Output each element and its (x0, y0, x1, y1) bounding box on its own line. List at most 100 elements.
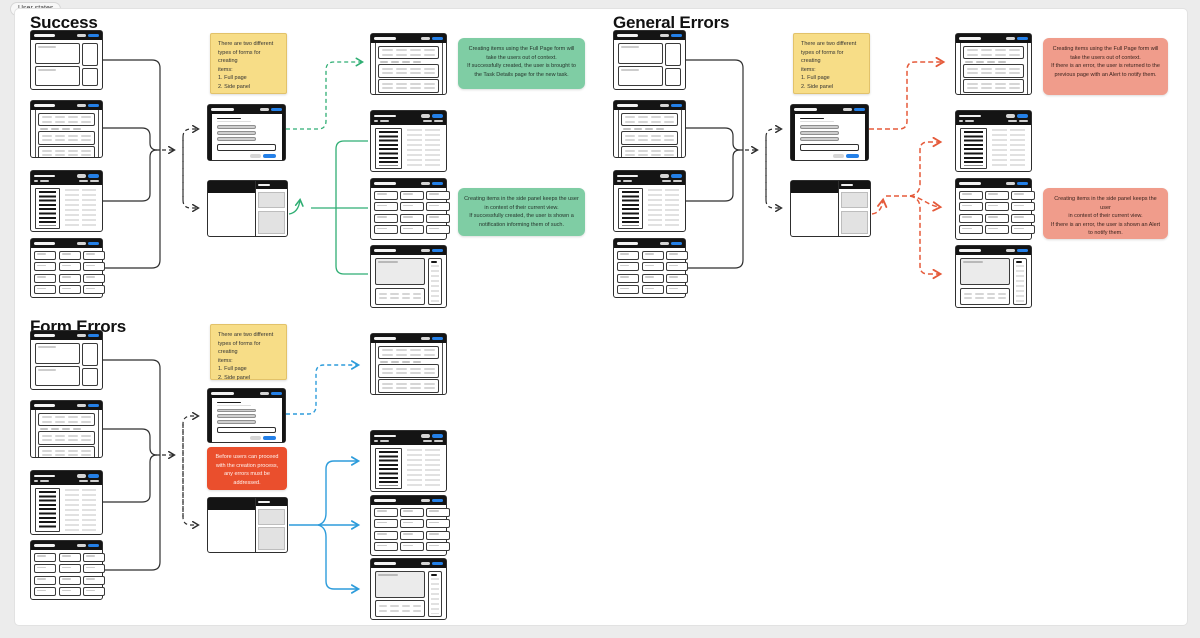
wireframe-shape (400, 519, 424, 528)
wireframe-shape (998, 297, 1007, 300)
wireframe-shape (791, 181, 870, 236)
wireframe-shape (208, 105, 285, 114)
wireframe-shape (995, 82, 1006, 85)
sticky-note-success-side-panel[interactable]: Creating items in the side panel keeps t… (458, 188, 585, 236)
wireframe-shape (1009, 72, 1020, 74)
sticky-note-success-full-page[interactable]: Creating items using the Full Page form … (458, 38, 585, 89)
wireframe-shape (963, 79, 1024, 93)
wireframe-shape (68, 439, 78, 441)
wireframe-table-view-page[interactable] (955, 33, 1032, 95)
wireframe-shape (651, 116, 661, 118)
wireframe-shape (1012, 257, 1027, 305)
wireframe-board-view-page[interactable] (30, 238, 106, 298)
wireframe-shape (625, 139, 635, 141)
sticky-note-form-types[interactable]: There are two different types of forms f… (210, 33, 287, 94)
wireframe-shape (800, 131, 839, 135)
wireframe-shape (429, 521, 439, 523)
callout-form-error-blocker[interactable]: Before users can proceed with the creati… (207, 447, 287, 490)
wireframe-shape (378, 364, 439, 378)
wireframe-shape (37, 253, 46, 255)
wireframe-shape (956, 179, 1031, 188)
wireframe-shape (964, 292, 973, 295)
sticky-note-general-error-side-panel[interactable]: Creating items in the side panel keeps t… (1043, 188, 1168, 239)
wireframe-board-view-page[interactable] (613, 238, 689, 298)
wireframe-side-panel-form[interactable] (207, 180, 288, 237)
wireframe-side-panel-form[interactable] (207, 497, 288, 553)
wireframe-shape (382, 353, 435, 356)
wireframe-list-view-page[interactable] (30, 470, 103, 535)
sticky-note-form-types[interactable]: There are two different types of forms f… (210, 324, 287, 381)
wireframe-shape (380, 439, 389, 442)
wireframe-table-view-page[interactable] (370, 33, 447, 95)
wireframe-shape (981, 82, 992, 85)
wireframe-shape (382, 49, 435, 51)
wireframe-list-view-page[interactable] (30, 170, 103, 232)
wireframe-shape (83, 250, 106, 260)
wireframe-shape (86, 566, 96, 568)
wireframe-table-view-page[interactable] (30, 400, 103, 458)
wireframe-shape (371, 255, 446, 307)
wireframe-shape (1015, 260, 1022, 263)
wireframe-list-view-page[interactable] (613, 170, 686, 232)
wireframe-detail-page[interactable] (30, 330, 103, 390)
wireframe-shape (55, 154, 65, 156)
wireframe-shape (666, 285, 689, 294)
wireframe-shape (985, 213, 1009, 223)
wireframe-list-view-page[interactable] (370, 430, 447, 492)
wireframe-side-panel-form[interactable] (790, 180, 871, 237)
wireframe-full-page-form[interactable] (207, 388, 286, 443)
wireframe-shape (413, 297, 422, 300)
wireframe-shape (86, 578, 96, 580)
sticky-note-general-error-full-page[interactable]: Creating items using the Full Page form … (1043, 38, 1168, 95)
wireframe-shape (371, 334, 446, 343)
wireframe-shape (38, 431, 95, 445)
wireframe-shape (382, 72, 435, 74)
wireframe-shape (217, 408, 256, 413)
wireframe-shape (664, 134, 674, 137)
wireframe-shape (427, 257, 442, 305)
wireframe-shape (51, 427, 59, 430)
wireframe-shape (432, 561, 443, 566)
wireframe-shape (791, 114, 795, 160)
wireframe-shape (962, 227, 972, 229)
wireframe-full-page-form[interactable] (207, 104, 286, 161)
wireframe-shape (985, 225, 1009, 234)
wireframe-shape (77, 103, 86, 108)
wireframe-board-view-page[interactable] (370, 495, 450, 556)
wireframe-list-view-page[interactable] (370, 110, 447, 172)
wireframe-full-page-form[interactable] (790, 104, 869, 161)
wireframe-shape (998, 60, 1006, 63)
wireframe-shape (430, 577, 439, 614)
wireframe-table-view-page[interactable] (30, 100, 103, 158)
wireframe-board-view-page[interactable] (370, 178, 450, 240)
wireframe-shape (31, 471, 102, 485)
wireframe-list-view-page[interactable] (955, 110, 1032, 172)
wireframe-shape (967, 87, 1020, 89)
wireframe-shape (402, 360, 410, 363)
wireframe-shape (81, 43, 98, 66)
sticky-note-form-types[interactable]: There are two different types of forms f… (793, 33, 870, 94)
wireframe-shape (382, 367, 435, 370)
wireframe-task-details-page[interactable] (370, 558, 447, 620)
wireframe-shape (374, 337, 397, 340)
wireframe-shape (424, 128, 441, 168)
wireframe-detail-page[interactable] (613, 30, 686, 90)
wireframe-detail-page[interactable] (30, 30, 103, 90)
wireframe-shape (837, 181, 870, 236)
wireframe-shape (794, 108, 817, 111)
wireframe-shape (1026, 43, 1028, 94)
wireframe-board-view-page[interactable] (30, 540, 106, 600)
wireframe-task-details-page[interactable] (955, 245, 1032, 308)
wireframe-shape (421, 181, 430, 186)
wireframe-shape (374, 499, 397, 502)
wireframe-shape (1019, 119, 1028, 122)
wireframe-shape (83, 285, 106, 294)
wireframe-shape (88, 33, 99, 38)
wireframe-shape (31, 110, 102, 157)
wireframe-board-view-page[interactable] (955, 178, 1035, 240)
wireframe-shape (35, 187, 61, 229)
wireframe-table-view-page[interactable] (613, 100, 686, 158)
wireframe-table-view-page[interactable] (370, 333, 447, 395)
wireframe-shape (382, 349, 435, 351)
wireframe-task-details-page[interactable] (370, 245, 447, 308)
